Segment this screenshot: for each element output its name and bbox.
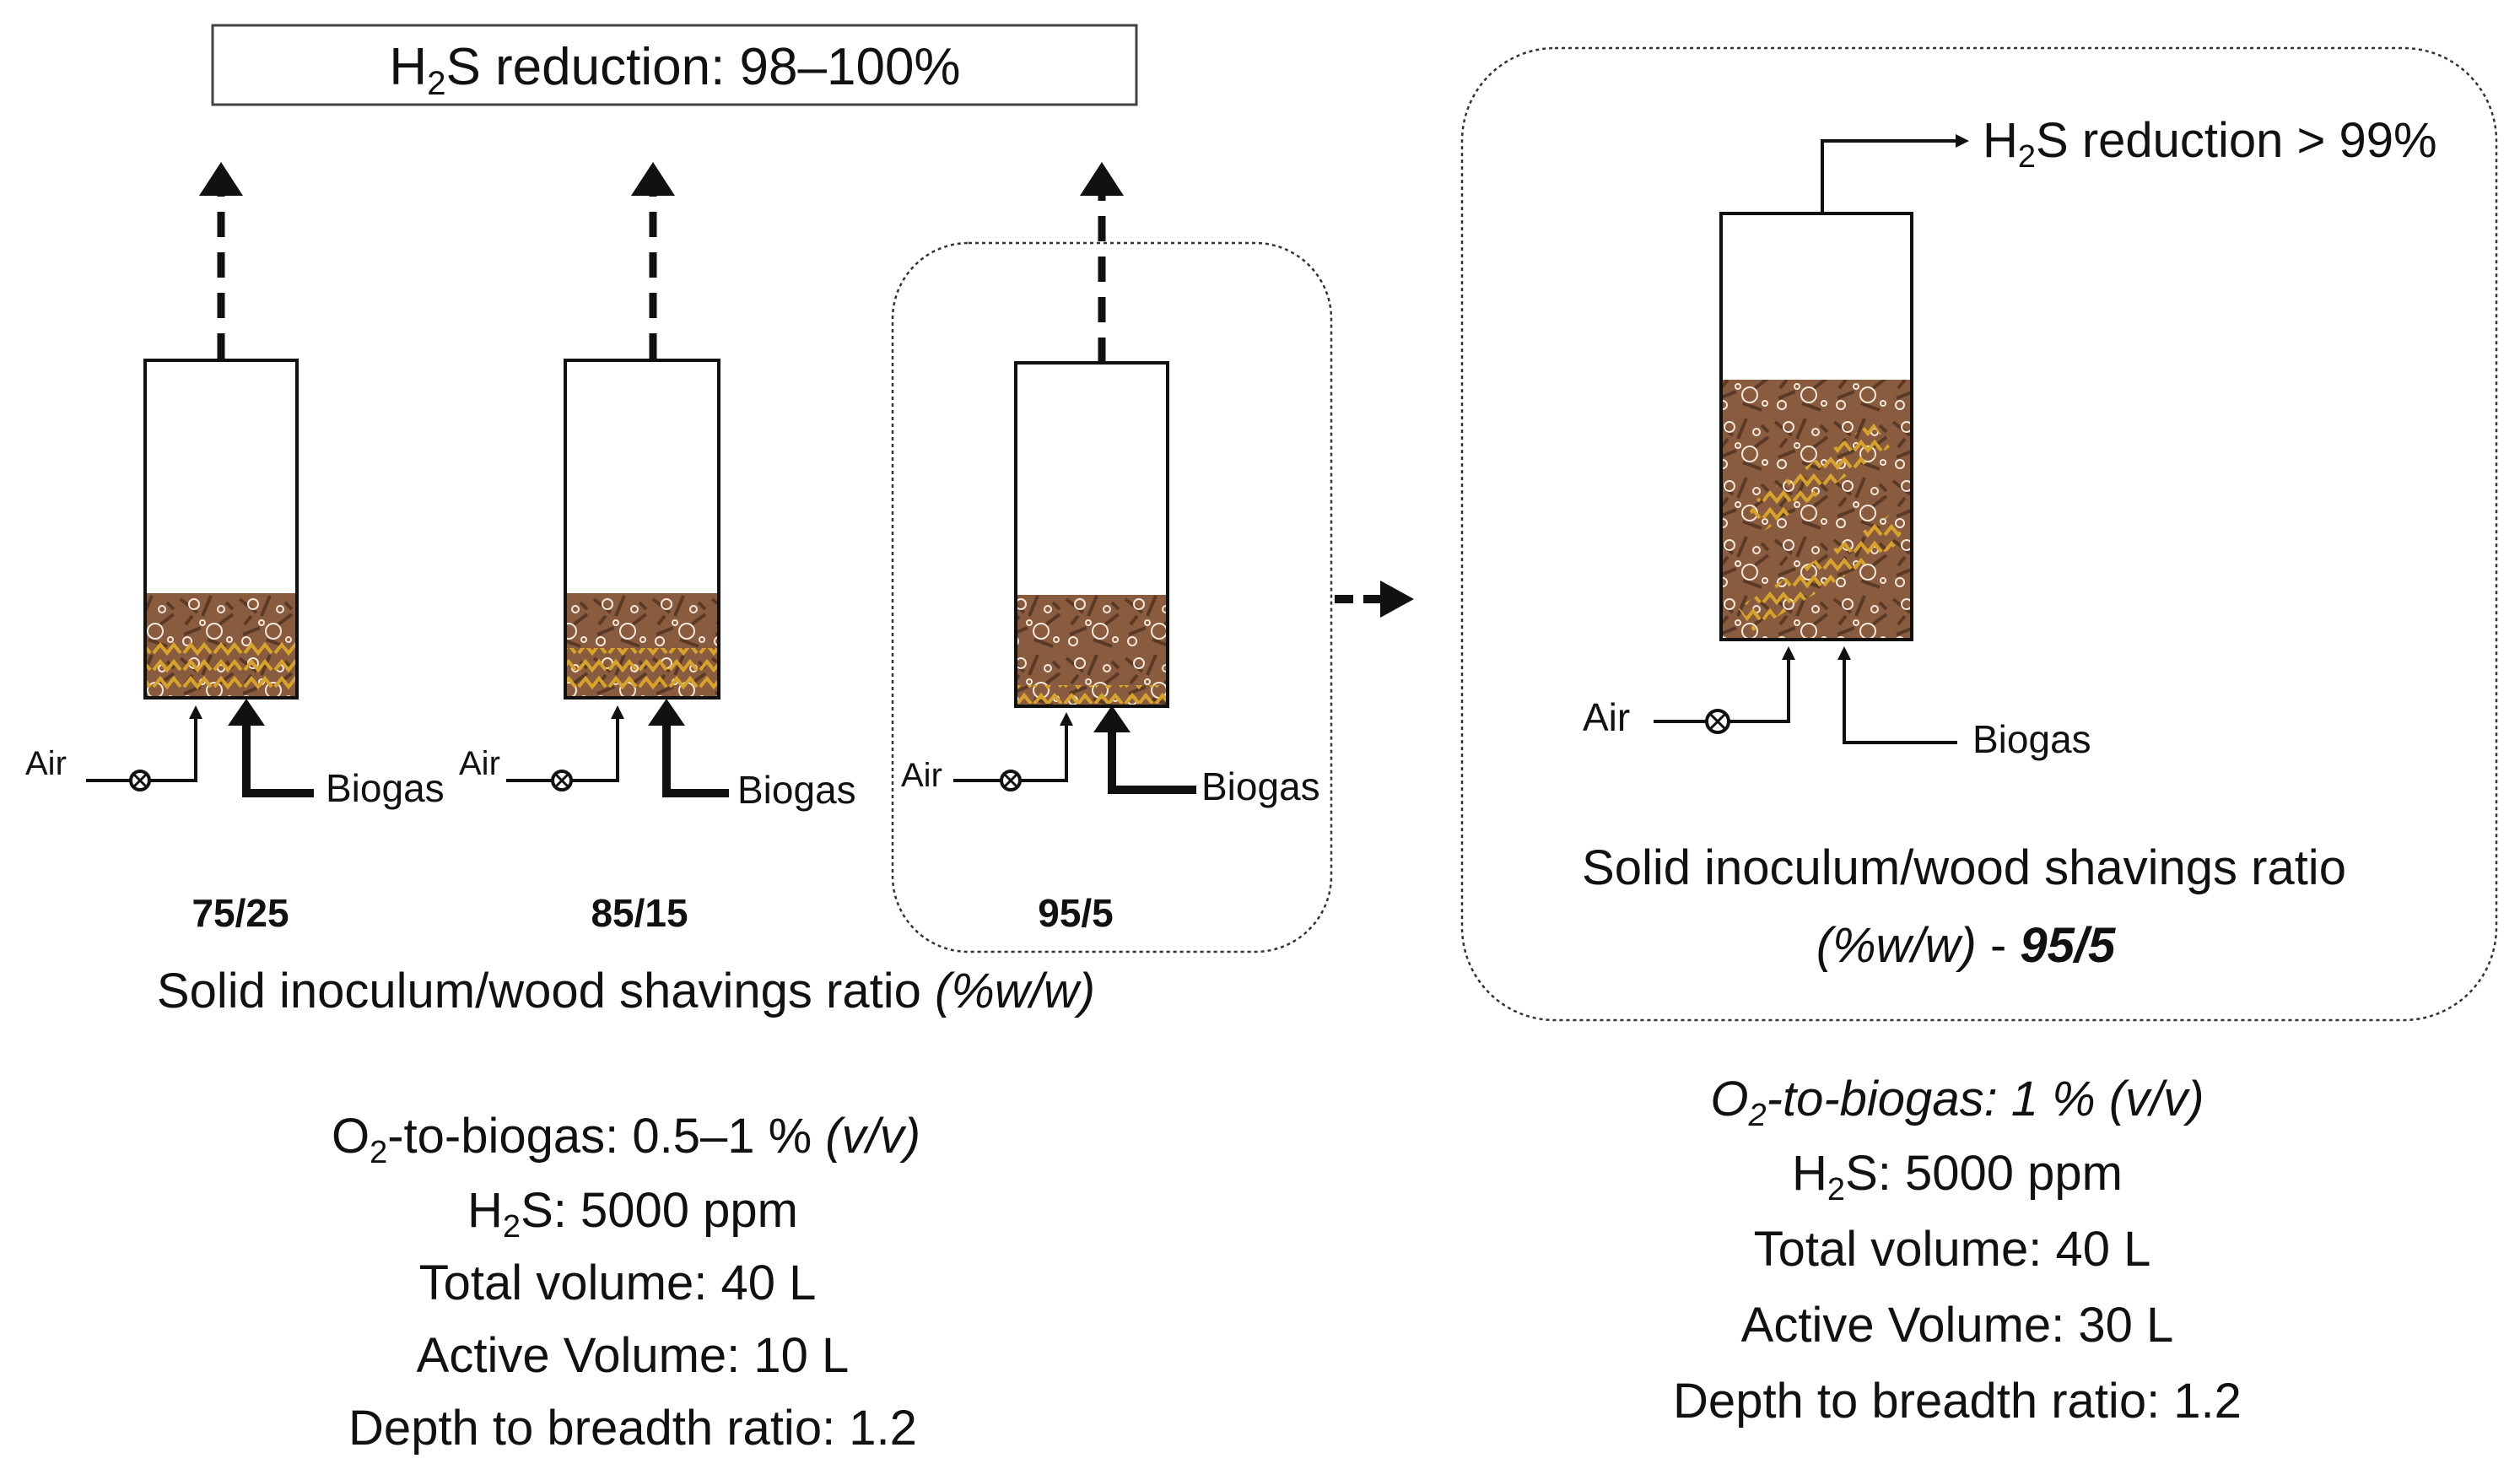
left-caption: Solid inoculum/wood shavings ratio (%w/w… [157, 964, 1095, 1018]
right-panel: H2S reduction > 99% Air Biogas Solid ino… [1460, 46, 2498, 1022]
reactor-95-5: Air Biogas 95/5 [891, 162, 1333, 953]
biogas-line [1843, 658, 1957, 744]
right-caption-line1: Solid inoculum/wood shavings ratio [1582, 840, 2346, 895]
ratio-label: 95/5 [1038, 891, 1114, 935]
yellow-zone [147, 641, 295, 692]
left-total-volume: Total volume: 40 L [419, 1256, 817, 1310]
biogas-line [242, 724, 314, 797]
biogas-line [1108, 731, 1196, 794]
yellow-zone [1746, 422, 1890, 532]
reactor-85-15: Air Biogas 85/15 [459, 162, 856, 935]
air-line [1654, 658, 1790, 723]
biogas-label: Biogas [737, 768, 856, 812]
air-label: Air [1583, 695, 1630, 739]
yellow-zone [1738, 515, 1905, 631]
air-label: Air [901, 757, 942, 794]
selection-outline [891, 241, 1333, 953]
air-line [506, 717, 619, 782]
ratio-label: 75/25 [192, 891, 289, 935]
ratio-label: 85/15 [591, 891, 688, 935]
right-depth-ratio: Depth to breadth ratio: 1.2 [1673, 1374, 2242, 1429]
top-banner-text: H2S reduction: 98–100% [389, 38, 960, 102]
transition-arrow [1335, 581, 1414, 618]
biogas-label: Biogas [326, 766, 445, 810]
left-o2-ratio: O2-to-biogas: 0.5–1 % (v/v) [332, 1109, 920, 1170]
right-conditions: O2-to-biogas: 1 % (v/v) H2S: 5000 ppm To… [1673, 1072, 2242, 1429]
right-h2s-concentration: H2S: 5000 ppm [1792, 1146, 2123, 1207]
yellow-zone [567, 648, 717, 692]
right-o2-ratio: O2-to-biogas: 1 % (v/v) [1710, 1072, 2204, 1133]
outlet-arrow-head [199, 162, 243, 196]
left-conditions: O2-to-biogas: 0.5–1 % (v/v) H2S: 5000 pp… [332, 1109, 920, 1456]
air-label: Air [25, 745, 67, 782]
biogas-line [662, 724, 729, 797]
air-line [953, 724, 1068, 782]
outlet-arrow-head [1080, 162, 1124, 196]
right-total-volume: Total volume: 40 L [1754, 1222, 2151, 1277]
left-depth-ratio: Depth to breadth ratio: 1.2 [348, 1401, 917, 1456]
outlet-arrow-head [631, 162, 675, 196]
outlet-reduction-label: H2S reduction > 99% [1983, 113, 2437, 175]
right-active-volume: Active Volume: 30 L [1741, 1298, 2174, 1353]
air-label: Air [459, 745, 500, 782]
outlet-line [1821, 139, 1956, 213]
right-panel-outline [1460, 46, 2498, 1022]
reactor-75-25: Air Biogas 75/25 [25, 162, 445, 935]
top-banner: H2S reduction: 98–100% [211, 24, 1138, 106]
left-active-volume: Active Volume: 10 L [417, 1328, 850, 1383]
right-caption-line2: (%w/w) - 95/5 [1816, 918, 2116, 973]
air-line [86, 717, 197, 782]
left-h2s-concentration: H2S: 5000 ppm [467, 1183, 798, 1245]
biogas-label: Biogas [1972, 717, 2091, 761]
yellow-zone [1017, 685, 1166, 704]
biogas-label: Biogas [1201, 764, 1320, 808]
